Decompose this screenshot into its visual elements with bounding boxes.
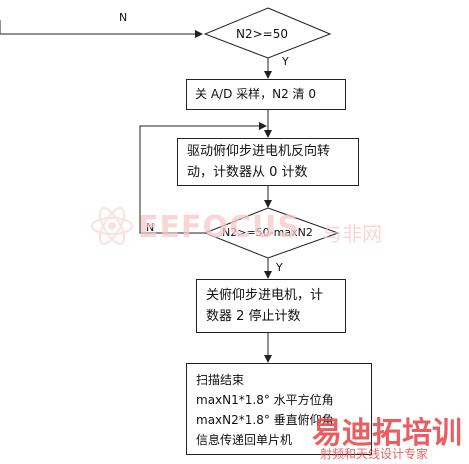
process3-line2: 数器 2 停止计数 (206, 309, 301, 324)
loop-line-top (0, 20, 203, 38)
process4-box: 扫描结束 maxN1*1.8° 水平方位角 maxN2*1.8° 垂直俯仰角 信… (186, 363, 372, 455)
process3-box: 关俯仰步进电机，计 数器 2 停止计数 (196, 279, 346, 333)
process4-line2: maxN1*1.8° 水平方位角 (196, 393, 334, 407)
decision1-text: N2>=50 (236, 27, 288, 41)
eefocus-logo-icon (91, 207, 133, 245)
process1-text: 关 A/D 采样，N2 清 0 (195, 87, 316, 101)
process1-box: 关 A/D 采样，N2 清 0 (186, 79, 346, 110)
process2-line2: 动，计数器从 0 计数 (187, 165, 308, 180)
decision2-yes-label: Y (276, 261, 283, 274)
process2-box: 驱动俯仰步进电机反向转 动，计数器从 0 计数 (177, 138, 359, 186)
decision1-no-label: N (119, 11, 128, 24)
process4-line3: maxN2*1.8° 垂直俯仰角 (196, 413, 334, 427)
process2-line1: 驱动俯仰步进电机反向转 (187, 144, 331, 159)
decision2-text: N2>=50-maxN2 (222, 226, 313, 239)
decision2-no-label: N (146, 221, 155, 234)
decision1-yes-label: Y (282, 55, 289, 68)
process4-line4: 信息传递回单片机 (196, 433, 293, 447)
loop-line-d2 (139, 122, 267, 234)
process4-line1: 扫描结束 (196, 373, 245, 387)
process3-line1: 关俯仰步进电机，计 (206, 288, 324, 303)
